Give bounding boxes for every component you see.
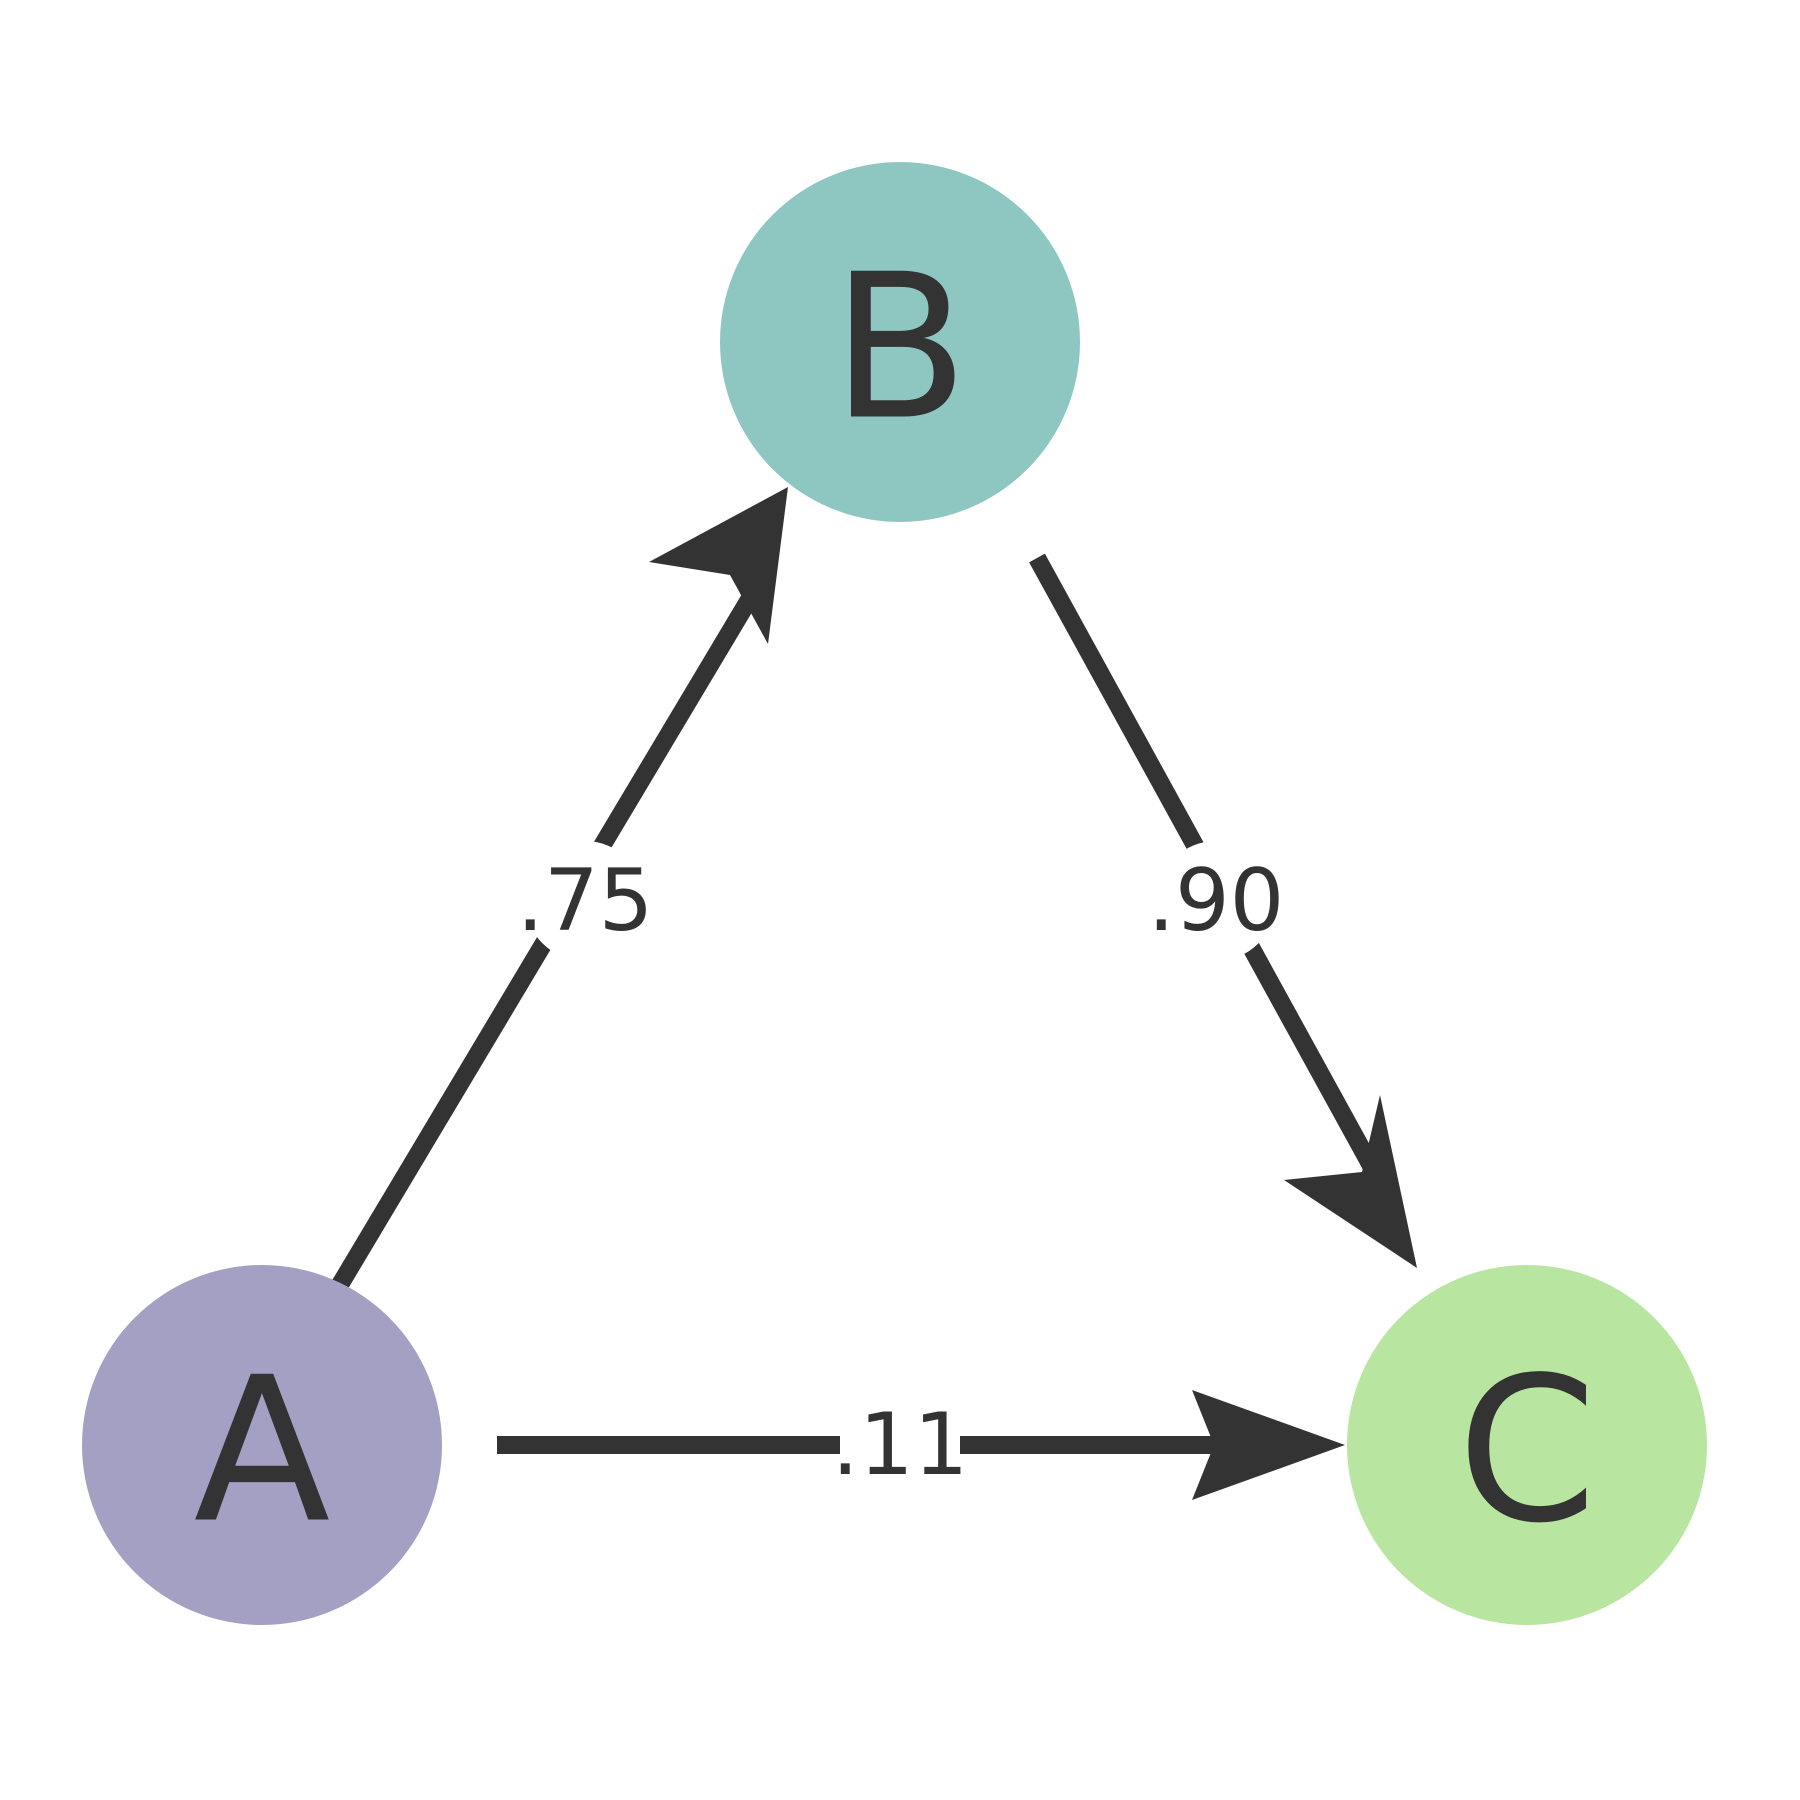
node-b[interactable]: B [720,162,1080,522]
edge-a-to-b-arrowhead [649,487,788,644]
edge-a-to-b-label-backdrop [525,841,645,961]
node-c-label: C [1457,1335,1597,1568]
node-a-label: A [194,1335,331,1568]
node-c-circle [1347,1265,1707,1625]
edge-a-to-c-label-backdrop [840,1385,960,1505]
node-b-circle [720,162,1080,522]
node-c[interactable]: C [1347,1265,1707,1625]
edge-a-to-b[interactable]: .75 [330,487,788,1293]
node-a[interactable]: A [82,1265,442,1625]
edge-b-to-c-label: .90 [1148,851,1285,951]
edge-b-to-c-label-backdrop [1156,841,1276,961]
edge-a-to-c[interactable]: .11 [497,1385,1345,1505]
edge-a-to-b-label: .75 [517,851,654,951]
edge-a-to-c-label: .11 [832,1395,969,1495]
edge-b-to-c[interactable]: .90 [1029,553,1417,1268]
node-b-label: B [831,232,968,465]
node-a-circle [82,1265,442,1625]
edge-a-to-c-arrowhead [1192,1390,1345,1500]
edge-b-to-c-arrowhead [1284,1095,1417,1268]
